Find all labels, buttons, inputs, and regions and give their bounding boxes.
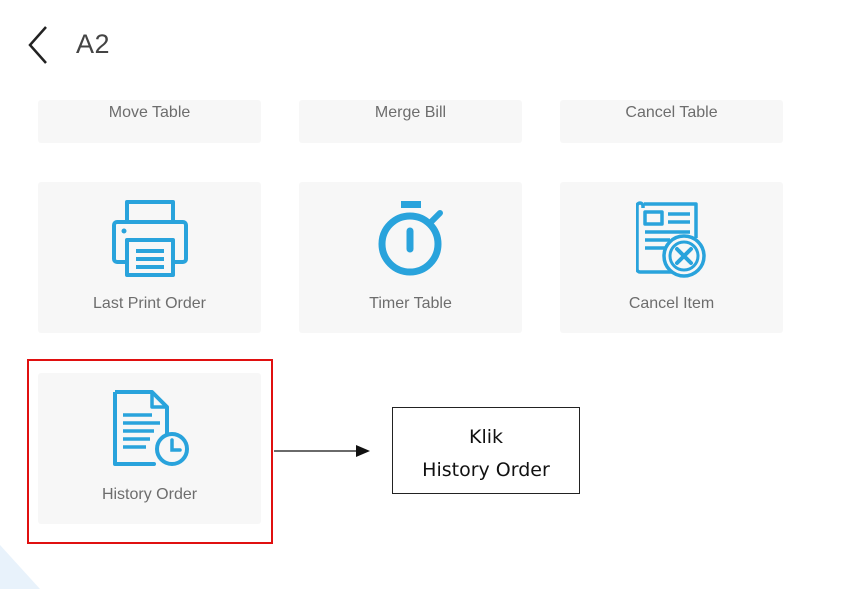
merge-bill-tile[interactable]: Merge Bill [299, 100, 522, 143]
corner-decoration [0, 545, 40, 589]
printer-icon [111, 200, 188, 277]
history-order-tile[interactable]: History Order [38, 373, 261, 524]
history-order-icon [112, 390, 189, 466]
back-chevron-icon [28, 26, 47, 64]
move-table-label: Move Table [108, 104, 191, 121]
merge-bill-label: Merge Bill [374, 104, 447, 121]
cancel-item-label: Cancel Item [628, 295, 715, 312]
back-button[interactable] [24, 24, 54, 66]
callout-line-2: History Order [422, 459, 550, 481]
cancel-item-icon [635, 201, 706, 278]
timer-table-label: Timer Table [369, 295, 452, 312]
move-table-tile[interactable]: Move Table [38, 100, 261, 143]
cancel-table-tile[interactable]: Cancel Table [560, 100, 783, 143]
page-title: A2 [76, 29, 111, 59]
stopwatch-icon [378, 201, 443, 276]
timer-table-tile[interactable]: Timer Table [299, 182, 522, 333]
instruction-callout: Klik History Order [392, 407, 580, 494]
header: A2 [0, 0, 865, 95]
cancel-item-tile[interactable]: Cancel Item [560, 182, 783, 333]
highlight-box [27, 359, 273, 544]
last-print-order-label: Last Print Order [93, 295, 206, 312]
callout-line-1: Klik [468, 426, 504, 448]
history-order-label: History Order [101, 486, 198, 503]
cancel-table-label: Cancel Table [625, 104, 718, 121]
arrow-icon [274, 445, 370, 457]
last-print-order-tile[interactable]: Last Print Order [38, 182, 261, 333]
